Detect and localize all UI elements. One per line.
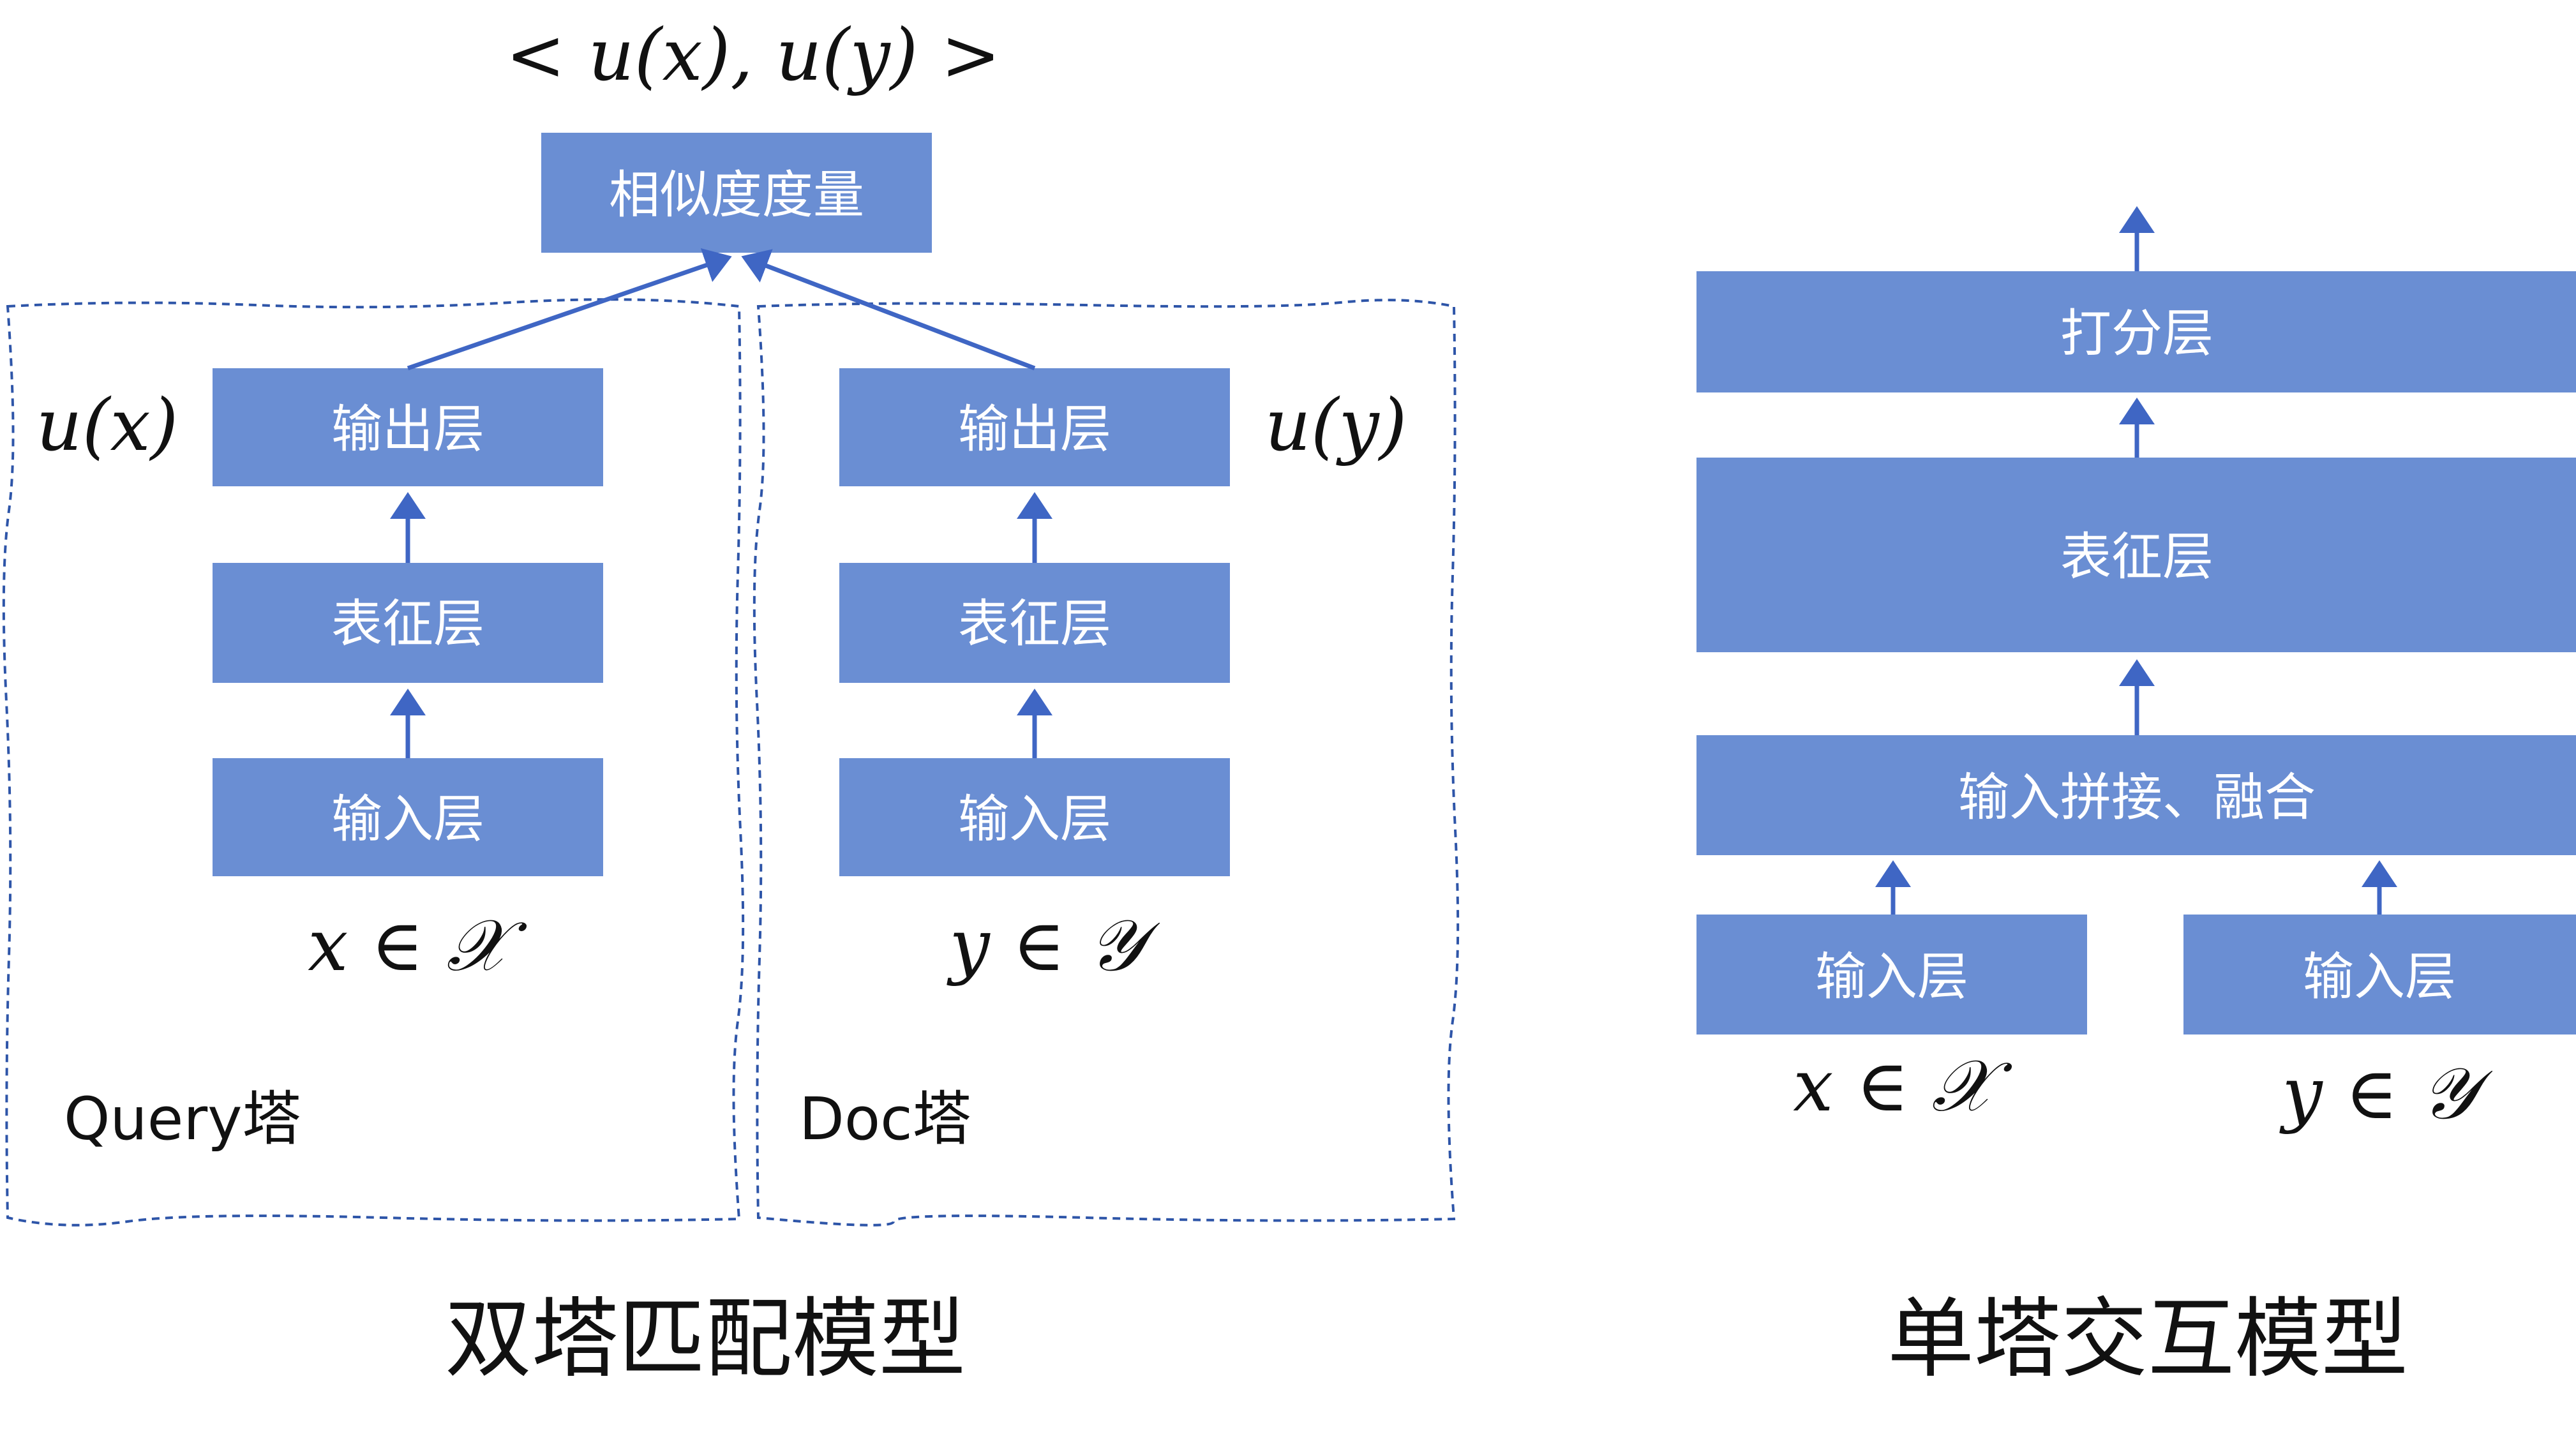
single-repr-layer-label: 表征层 (2060, 527, 2213, 586)
query-input-expression: x ∈ 𝒳 (308, 904, 527, 987)
dual-tower-caption: 双塔匹配模型 (445, 1289, 966, 1390)
doc-output-to-similarity-arrow (741, 249, 1036, 371)
single-input-left-expression: x ∈ 𝒳 (1793, 1045, 2012, 1128)
query-repr-layer-label: 表征层 (331, 594, 484, 654)
single-input-right-expression: y ∈ 𝒴 (2279, 1052, 2492, 1135)
query-output-layer: 输出层 (213, 368, 603, 486)
concat-layer: 输入拼接、融合 (1696, 735, 2576, 855)
single-repr-layer: 表征层 (1696, 458, 2576, 652)
query-input-layer: 输入层 (213, 758, 603, 876)
single-input-right-label: 输入层 (2303, 947, 2456, 1006)
query-output-expression: u(x) (36, 384, 179, 467)
single-input-left-label: 输入层 (1815, 947, 1968, 1006)
single-tower-model: 打分层 表征层 输入拼接、融合 输入层 输入层 x ∈ 𝒳 y ∈ 𝒴 单塔交互… (1696, 206, 2576, 1390)
single-input-left: 输入层 (1696, 915, 2087, 1034)
query-output-to-similarity-arrow (407, 248, 732, 371)
doc-output-layer: 输出层 (839, 368, 1230, 486)
score-layer-label: 打分层 (2060, 304, 2213, 363)
score-layer: 打分层 (1696, 271, 2576, 392)
single-input-right: 输入层 (2183, 915, 2576, 1034)
dual-tower-model: < u(x), u(y) > 相似度度量 输出层 表征层 输入层 u(x) x … (2, 14, 1460, 1390)
query-tower-name: Query塔 (64, 1085, 301, 1153)
concat-layer-label: 输入拼接、融合 (1958, 768, 2316, 827)
query-output-layer-label: 输出层 (331, 400, 484, 459)
doc-output-expression: u(y) (1265, 384, 1407, 467)
doc-tower-name: Doc塔 (799, 1085, 971, 1153)
doc-input-layer: 输入层 (839, 758, 1230, 876)
similarity-box-label: 相似度度量 (609, 165, 864, 225)
doc-repr-layer: 表征层 (839, 563, 1230, 683)
query-tower-frame (2, 298, 745, 1227)
doc-input-expression: y ∈ 𝒴 (946, 904, 1160, 987)
similarity-box: 相似度度量 (541, 133, 932, 253)
single-tower-caption: 单塔交互模型 (1887, 1289, 2408, 1390)
query-input-layer-label: 输入层 (331, 789, 484, 849)
doc-tower-frame (753, 299, 1460, 1227)
doc-repr-layer-label: 表征层 (958, 594, 1111, 654)
similarity-expression: < u(x), u(y) > (505, 14, 1001, 97)
doc-input-layer-label: 输入层 (958, 789, 1111, 849)
doc-output-layer-label: 输出层 (958, 400, 1111, 459)
query-repr-layer: 表征层 (213, 563, 603, 683)
